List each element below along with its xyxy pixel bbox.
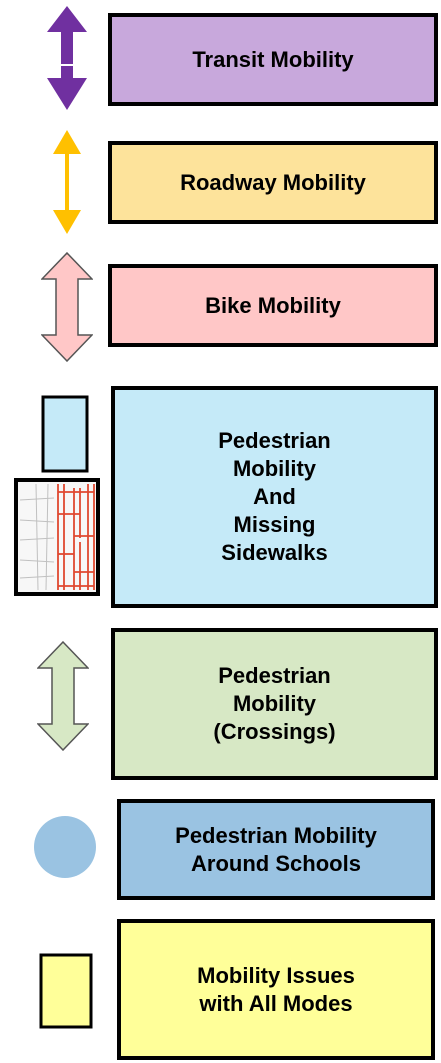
all-modes-legend-box: Mobility Issues with All Modes	[117, 919, 435, 1060]
transit-mobility-legend-box: Transit Mobility	[108, 13, 438, 106]
pink-outlined-double-arrow-icon	[41, 252, 93, 362]
blue-circle-icon	[33, 815, 97, 879]
light-blue-rectangle-icon	[41, 395, 89, 473]
roadway-mobility-label: Roadway Mobility	[180, 169, 366, 195]
roadway-mobility-legend-box: Roadway Mobility	[108, 141, 438, 224]
pedestrian-crossings-label: Pedestrian Mobility (Crossings)	[213, 663, 336, 744]
all-modes-label: Mobility Issues with All Modes	[197, 962, 355, 1016]
transit-mobility-label: Transit Mobility	[192, 46, 354, 72]
bike-mobility-label: Bike Mobility	[205, 292, 341, 318]
gold-double-arrow-icon	[53, 130, 81, 234]
pedestrian-schools-legend-box: Pedestrian Mobility Around Schools	[117, 799, 435, 900]
bike-mobility-legend-box: Bike Mobility	[108, 264, 438, 347]
pedestrian-crossings-legend-box: Pedestrian Mobility (Crossings)	[111, 628, 438, 780]
sidewalk-map-thumbnail-icon	[14, 478, 100, 596]
pedestrian-schools-label: Pedestrian Mobility Around Schools	[175, 822, 377, 876]
purple-double-arrow-icon	[47, 6, 87, 110]
yellow-rectangle-icon	[39, 953, 93, 1029]
pedestrian-mobility-sidewalks-label: Pedestrian Mobility And Missing Sidewalk…	[218, 428, 331, 565]
green-outlined-double-arrow-icon	[37, 641, 89, 751]
pedestrian-mobility-sidewalks-legend-box: Pedestrian Mobility And Missing Sidewalk…	[111, 386, 438, 608]
